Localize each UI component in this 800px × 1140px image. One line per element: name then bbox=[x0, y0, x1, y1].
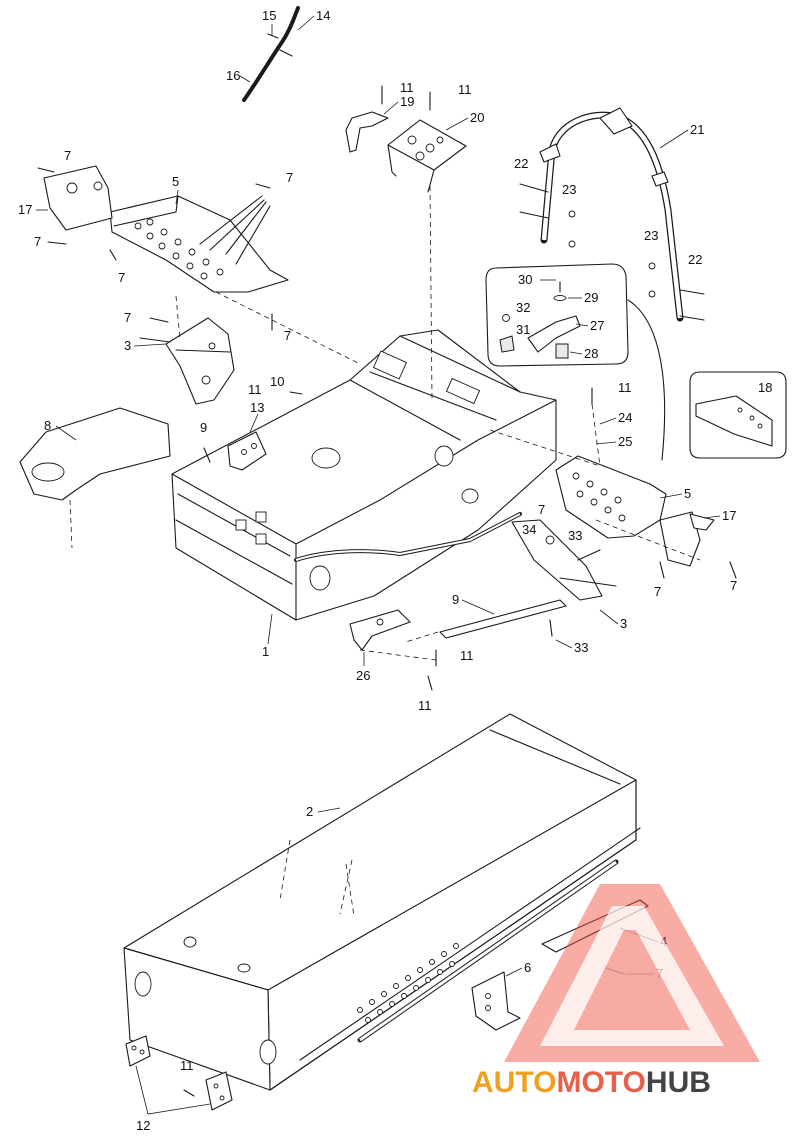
bracket-19 bbox=[345, 111, 389, 153]
part-label: 21 bbox=[690, 122, 704, 137]
bracket-13 bbox=[227, 431, 267, 471]
part-labels: 1 2 3 3 4 5 5 6 7 7 7 7 7 7 7 7 7 7 8 9 … bbox=[18, 8, 772, 1133]
part-label: 23 bbox=[562, 182, 576, 197]
part-label: 3 bbox=[620, 616, 627, 631]
part-label: 10 bbox=[270, 374, 284, 389]
part-label: 7 bbox=[654, 584, 661, 599]
part-label: 9 bbox=[452, 592, 459, 607]
part-label: 23 bbox=[644, 228, 658, 243]
footrest-left bbox=[43, 165, 289, 293]
part-label: 32 bbox=[516, 300, 530, 315]
watermark-moto: MOTO bbox=[556, 1066, 645, 1099]
bracket-3-left bbox=[139, 317, 235, 405]
part-label: 7 bbox=[64, 148, 71, 163]
plate-20 bbox=[387, 119, 467, 193]
bar-9 bbox=[405, 599, 567, 643]
cable-part bbox=[242, 6, 300, 102]
footrest-right bbox=[555, 455, 715, 567]
bolts-22-23 bbox=[519, 183, 705, 321]
part-label: 1 bbox=[262, 644, 269, 659]
part-label: 5 bbox=[684, 486, 691, 501]
hardware-inset bbox=[485, 263, 666, 461]
part-label: 11 bbox=[460, 648, 474, 663]
part-label: 7 bbox=[34, 234, 41, 249]
bracket-6 bbox=[471, 971, 521, 1031]
part-label: 11 bbox=[248, 382, 262, 397]
part-label: 6 bbox=[524, 960, 531, 975]
part-label: 14 bbox=[316, 8, 330, 23]
part-label: 15 bbox=[262, 8, 276, 23]
part-label: 30 bbox=[518, 272, 532, 287]
part-label: 27 bbox=[590, 318, 604, 333]
part-label: 13 bbox=[250, 400, 264, 415]
part-label: 16 bbox=[226, 68, 240, 83]
bracket-26 bbox=[349, 609, 411, 651]
part-label: 7 bbox=[284, 328, 291, 343]
part-label: 7 bbox=[124, 310, 131, 325]
part-label: 19 bbox=[400, 94, 414, 109]
plates-12 bbox=[125, 1035, 233, 1115]
fasteners bbox=[37, 85, 737, 1097]
part-label: 29 bbox=[584, 290, 598, 305]
part-label: 34 bbox=[522, 522, 536, 537]
part-label: 33 bbox=[568, 528, 582, 543]
part-label: 7 bbox=[286, 170, 293, 185]
part-label: 20 bbox=[470, 110, 484, 125]
watermark-hub: HUB bbox=[646, 1066, 711, 1099]
part-label: 11 bbox=[618, 380, 632, 395]
part-label: 8 bbox=[44, 418, 51, 433]
assembly-lines bbox=[175, 185, 701, 661]
part-label: 5 bbox=[172, 174, 179, 189]
watermark-auto: AUTO bbox=[472, 1066, 556, 1099]
part-label: 18 bbox=[758, 380, 772, 395]
part-label: 22 bbox=[514, 156, 528, 171]
hoop-21 bbox=[539, 107, 684, 322]
part-label: 17 bbox=[722, 508, 736, 523]
part-label: 31 bbox=[516, 322, 530, 337]
part-label: 3 bbox=[124, 338, 131, 353]
part-label: 17 bbox=[18, 202, 32, 217]
part-label: 7 bbox=[538, 502, 545, 517]
part-label: 25 bbox=[618, 434, 632, 449]
part-label: 9 bbox=[200, 420, 207, 435]
part-label: 11 bbox=[458, 82, 472, 97]
chassis-1 bbox=[171, 329, 557, 621]
part-label: 28 bbox=[584, 346, 598, 361]
part-label: 22 bbox=[688, 252, 702, 267]
part-label: 11 bbox=[180, 1058, 194, 1073]
part-label: 26 bbox=[356, 668, 370, 683]
part-label: 2 bbox=[306, 804, 313, 819]
part-label: 11 bbox=[400, 80, 414, 95]
part-label: 33 bbox=[574, 640, 588, 655]
part-label: 24 bbox=[618, 410, 632, 425]
part-label: 7 bbox=[730, 578, 737, 593]
part-label: 11 bbox=[418, 698, 432, 713]
inset-18 bbox=[689, 371, 787, 459]
skidplate-8 bbox=[19, 407, 171, 549]
watermark-text: AUTOMOTOHUB bbox=[472, 1066, 711, 1099]
part-label: 7 bbox=[118, 270, 125, 285]
part-label: 12 bbox=[136, 1118, 150, 1133]
bracket-3-right bbox=[511, 519, 617, 601]
tunnel-2 bbox=[123, 713, 641, 1091]
watermark-logo bbox=[504, 884, 760, 1062]
